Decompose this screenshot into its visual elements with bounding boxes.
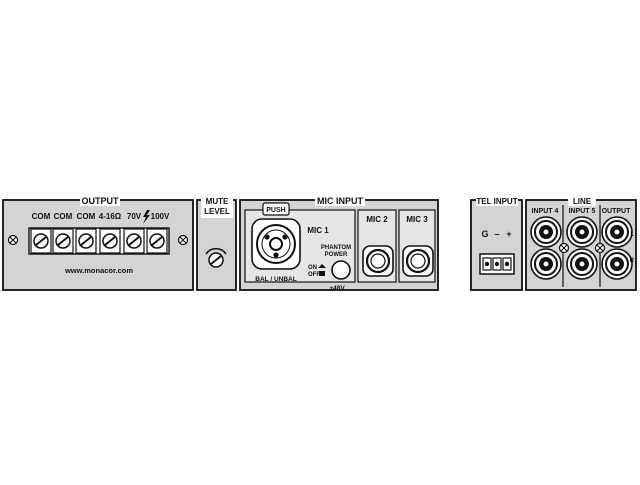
terminal-screw-icon[interactable] — [123, 228, 145, 254]
line-title: LINE — [573, 197, 592, 206]
terminal-label-com-2: COM — [54, 212, 73, 221]
mute-title-line1: MUTE — [206, 197, 229, 206]
terminal-label-com-1: COM — [32, 212, 51, 221]
terminal-label-70v: 70V — [127, 212, 142, 221]
mic-input-section: MIC INPUT PUSH MIC 1 PHANTOM POWER ON OF… — [239, 194, 439, 292]
mute-level-section: MUTE LEVEL — [196, 194, 237, 291]
mic-input-title: MIC INPUT — [317, 196, 364, 206]
plus-48v-label: +48V — [329, 285, 345, 292]
channel-left-label: L — [630, 232, 634, 238]
mic2-label: MIC 2 — [366, 215, 388, 224]
mic2-jack-icon[interactable] — [361, 244, 395, 278]
terminal-label-100v: 100V — [151, 212, 170, 221]
terminal-screw-icon[interactable] — [99, 228, 121, 254]
line-input5-label: INPUT 5 — [569, 208, 596, 215]
terminal-label-4-16-ohm: 4-16Ω — [99, 212, 122, 221]
line-screw-icon — [594, 242, 606, 254]
mute-title-line2: LEVEL — [204, 207, 230, 216]
xlr-combo-jack-icon[interactable] — [251, 218, 301, 270]
tel-input-title: TEL INPUT — [476, 197, 517, 206]
phantom-label-line1: PHANTOM — [321, 245, 351, 251]
rca-jack-input4-right-icon[interactable] — [530, 248, 562, 280]
website-url: www.monacor.com — [64, 266, 133, 275]
rca-jack-output-right-icon[interactable] — [601, 248, 633, 280]
output-title: OUTPUT — [82, 196, 120, 206]
rca-jack-input5-left-icon[interactable] — [566, 216, 598, 248]
tel-pin-label-g: G — [481, 229, 488, 239]
rca-jack-output-left-icon[interactable] — [601, 216, 633, 248]
output-section: OUTPUT COM COM COM 4-16Ω 70V 100V — [2, 194, 194, 291]
line-screw-icon — [558, 242, 570, 254]
terminal-strip — [28, 227, 170, 255]
high-voltage-icon — [143, 210, 150, 224]
line-section: LINE INPUT 4 INPUT 5 OUTPUT L R — [525, 194, 637, 291]
terminal-label-com-3: COM — [77, 212, 96, 221]
push-tab[interactable] — [262, 202, 290, 216]
mic3-jack-icon[interactable] — [401, 244, 435, 278]
terminal-screw-icon[interactable] — [75, 228, 97, 254]
off-arrow-icon — [319, 271, 325, 276]
mic1-label: MIC 1 — [307, 226, 329, 235]
mute-level-trimmer-icon[interactable] — [205, 247, 227, 268]
tel-pin-label-minus: – — [494, 229, 499, 239]
phantom-label-line2: POWER — [325, 252, 348, 258]
channel-right-label: R — [630, 258, 635, 264]
tel-terminal-block[interactable] — [479, 253, 515, 275]
terminal-labels: COM COM COM 4-16Ω 70V 100V — [32, 210, 170, 224]
tel-input-section: TEL INPUT G – + — [470, 194, 523, 291]
line-output-label: OUTPUT — [602, 208, 632, 215]
push-label: PUSH — [266, 207, 285, 214]
terminal-screw-icon[interactable] — [30, 228, 52, 254]
rca-jack-input5-right-icon[interactable] — [566, 248, 598, 280]
mount-screw-icon — [177, 234, 189, 246]
line-input4-label: INPUT 4 — [532, 208, 559, 215]
mount-screw-icon — [7, 234, 19, 246]
phantom-power-button[interactable] — [331, 260, 351, 280]
on-label: ON — [308, 265, 317, 271]
on-arrow-icon — [318, 264, 326, 268]
tel-pin-label-plus: + — [506, 229, 511, 239]
off-label: OFF — [308, 272, 320, 278]
terminal-screw-icon[interactable] — [146, 228, 168, 254]
terminal-screws[interactable] — [30, 228, 168, 254]
rca-jack-input4-left-icon[interactable] — [530, 216, 562, 248]
mic3-label: MIC 3 — [406, 215, 428, 224]
bal-unbal-label: BAL / UNBAL — [255, 276, 296, 283]
terminal-screw-icon[interactable] — [52, 228, 74, 254]
